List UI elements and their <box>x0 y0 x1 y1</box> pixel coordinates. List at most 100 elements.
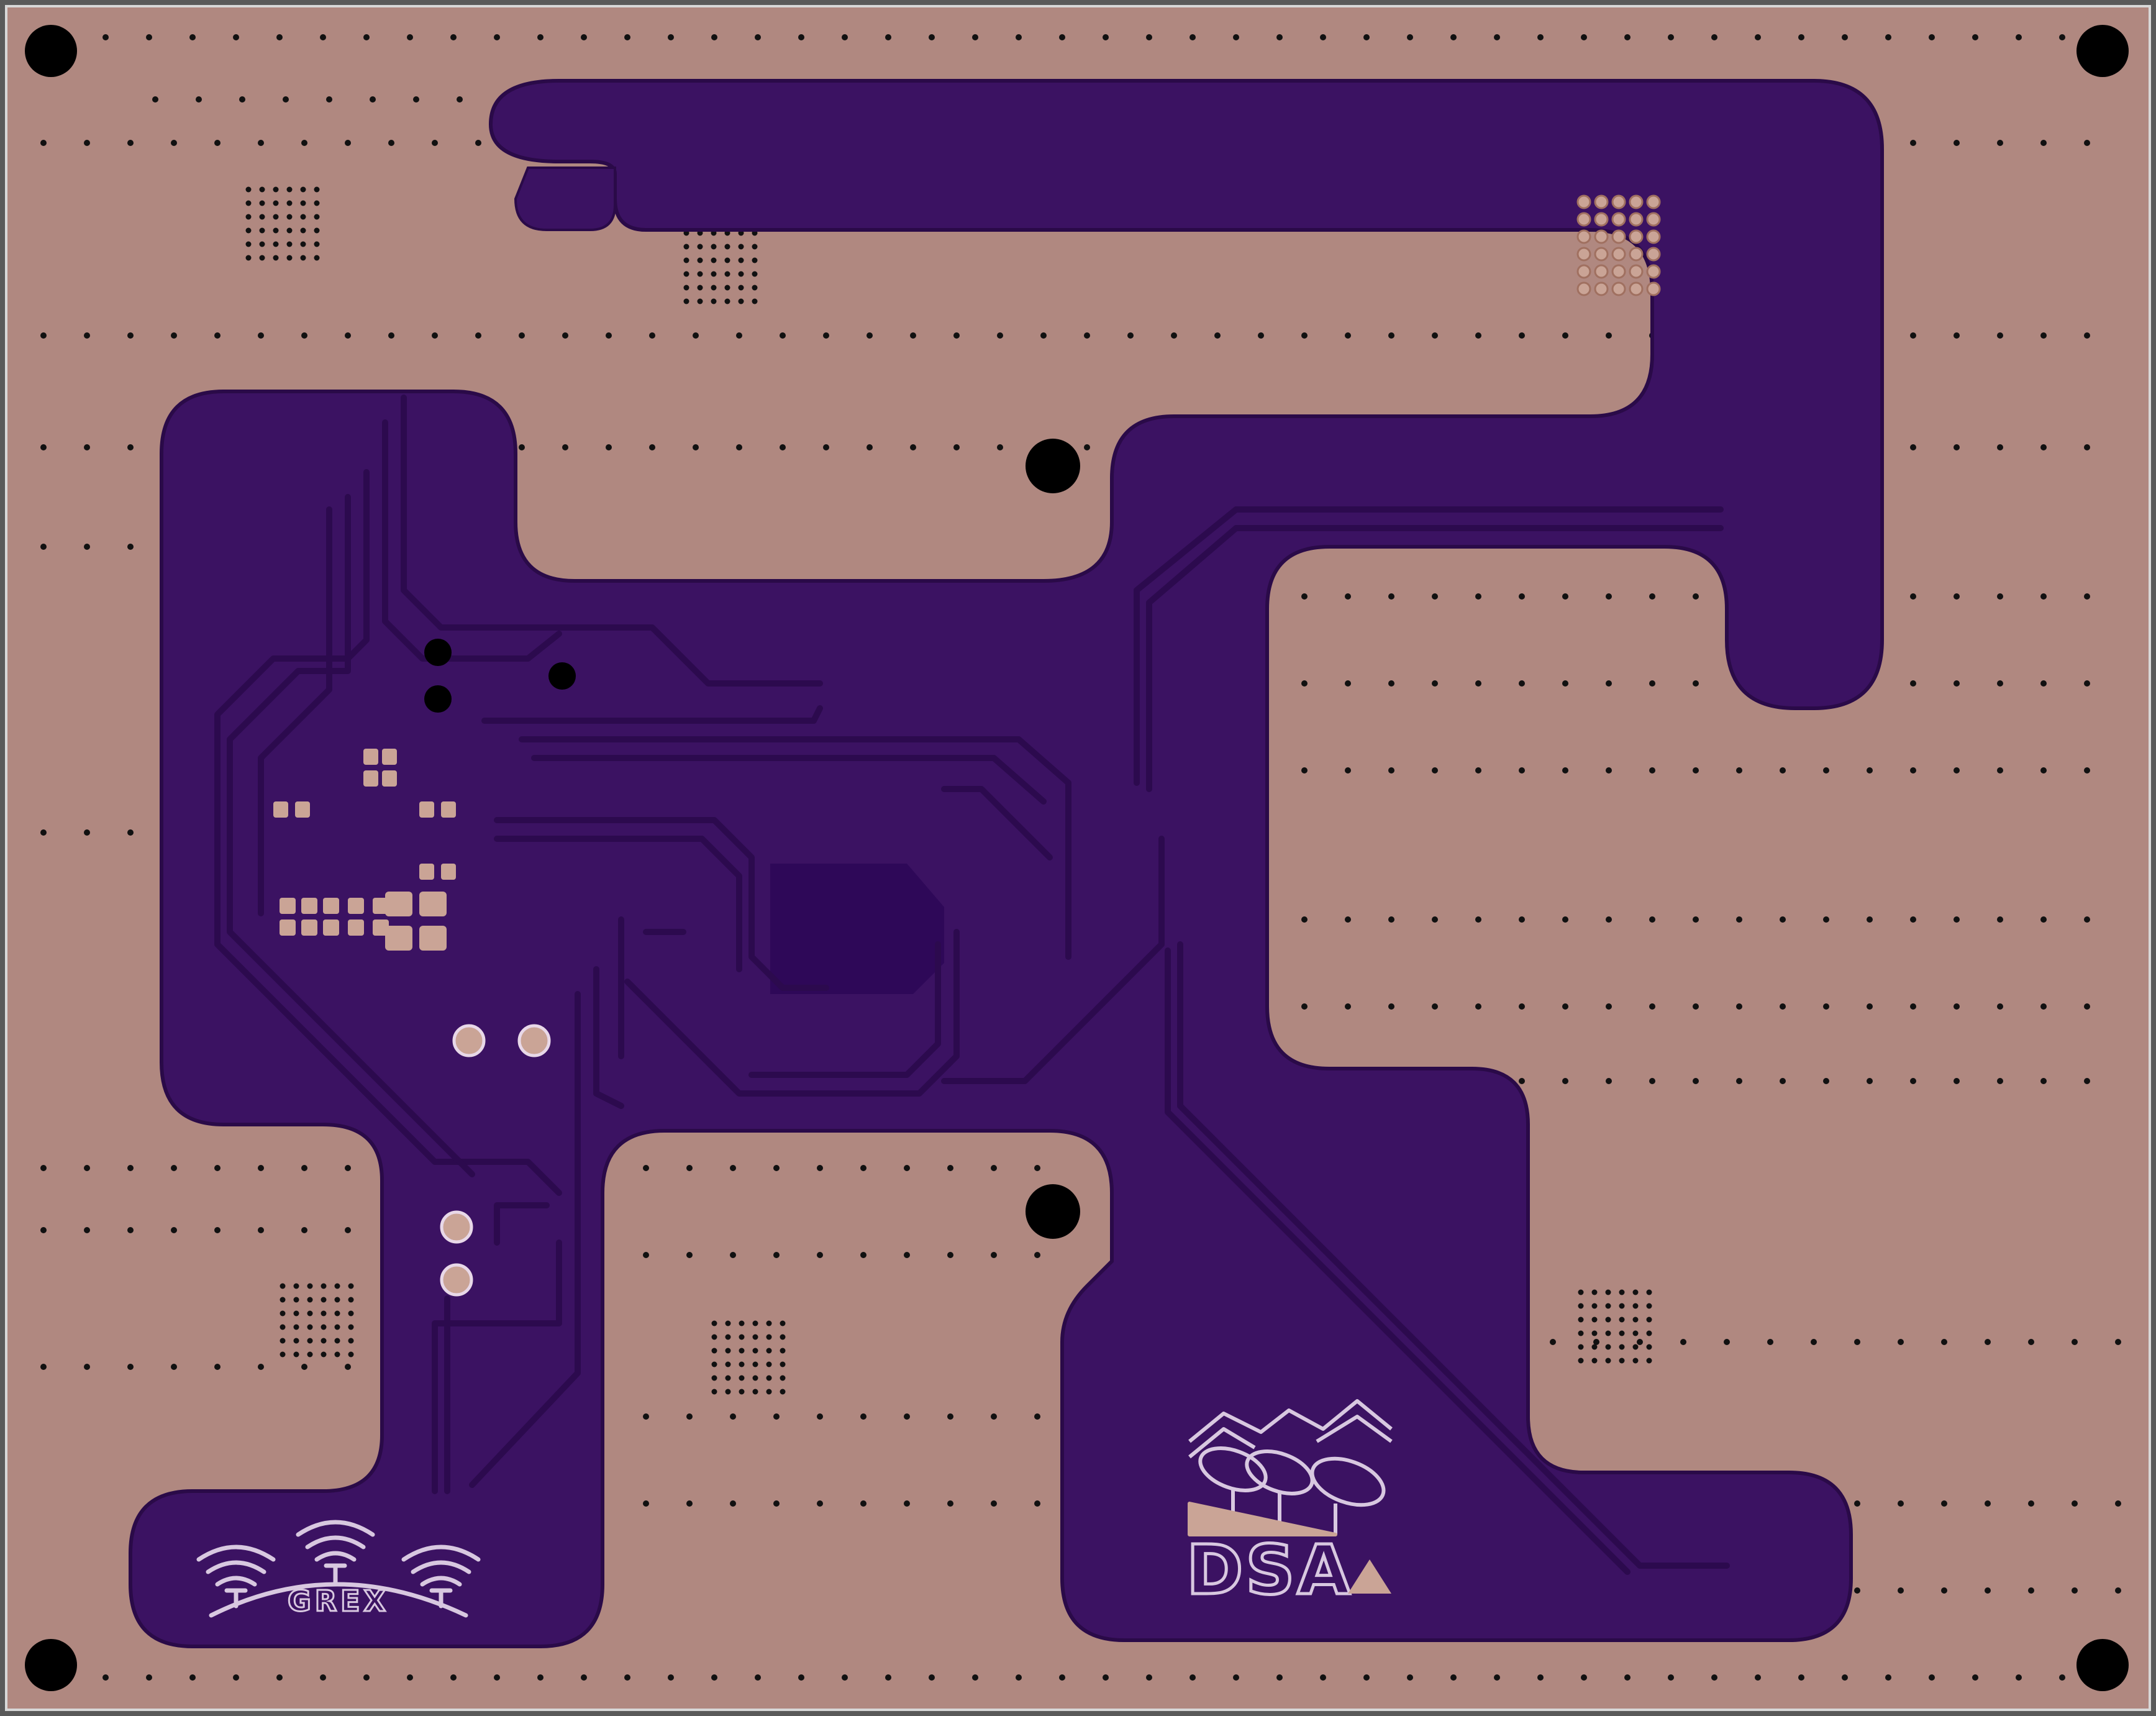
via <box>725 1375 731 1381</box>
via <box>1910 332 1916 339</box>
via <box>1475 1003 1481 1010</box>
via <box>739 1348 745 1354</box>
via <box>1475 767 1481 774</box>
via <box>739 1361 745 1367</box>
via <box>2072 1339 2078 1345</box>
via <box>1842 34 1848 40</box>
via <box>519 332 525 339</box>
via <box>1519 593 1525 600</box>
via <box>494 1674 500 1681</box>
via <box>1767 1339 1773 1345</box>
via <box>1345 916 1351 923</box>
via <box>711 244 717 250</box>
via <box>1345 680 1351 687</box>
via <box>624 1674 630 1681</box>
via <box>127 1227 134 1233</box>
via <box>2059 1674 2065 1681</box>
via <box>2040 332 2047 339</box>
via <box>1606 593 1612 600</box>
via <box>711 1334 717 1340</box>
via <box>2084 767 2090 774</box>
via <box>300 227 306 234</box>
via <box>725 1320 731 1326</box>
trace <box>214 469 562 1196</box>
trace <box>494 836 742 972</box>
via <box>738 244 744 250</box>
via <box>1562 593 1568 600</box>
via <box>817 1500 823 1507</box>
smd-pad <box>323 920 339 936</box>
via <box>1388 767 1394 774</box>
via <box>724 257 730 263</box>
via <box>668 1674 674 1681</box>
via <box>259 200 265 206</box>
via <box>1867 767 1873 774</box>
via <box>239 96 245 103</box>
via <box>1693 916 1699 923</box>
pad <box>1576 212 1591 227</box>
via <box>127 140 134 146</box>
via <box>2040 593 2047 600</box>
trace <box>941 836 1165 1084</box>
via <box>606 332 612 339</box>
via <box>683 285 689 291</box>
grex-logo: GREX <box>196 1520 481 1619</box>
via <box>773 1252 780 1258</box>
via <box>1345 593 1351 600</box>
circle-hole-icon <box>424 685 452 713</box>
via <box>972 34 978 40</box>
via <box>738 298 744 304</box>
via <box>1693 680 1699 687</box>
pad <box>1594 229 1609 244</box>
via <box>1997 680 2003 687</box>
via <box>904 1500 910 1507</box>
pad <box>1611 194 1626 209</box>
smd-pad <box>348 898 364 914</box>
via <box>1562 1078 1568 1084</box>
via <box>1562 680 1568 687</box>
via <box>293 1324 299 1330</box>
via <box>686 1165 693 1171</box>
trace-layer <box>214 395 1730 1575</box>
via <box>214 332 221 339</box>
via <box>1997 444 2003 450</box>
via <box>146 1674 152 1681</box>
via <box>643 1252 649 1258</box>
via <box>1624 1674 1631 1681</box>
via <box>258 1165 264 1171</box>
via <box>649 444 655 450</box>
via <box>1646 1358 1652 1364</box>
via <box>1646 1330 1652 1336</box>
via <box>245 186 252 193</box>
via <box>752 257 758 263</box>
via <box>171 332 177 339</box>
via <box>1619 1344 1625 1350</box>
via <box>711 1674 717 1681</box>
via <box>1034 1500 1040 1507</box>
copper-pour-top <box>129 79 1884 1648</box>
via <box>885 1674 891 1681</box>
smd-pad <box>441 864 456 880</box>
pad-layer <box>273 194 1661 1297</box>
via <box>1649 593 1655 600</box>
via <box>724 285 730 291</box>
via <box>1954 1003 1960 1010</box>
via <box>1910 767 1916 774</box>
via <box>407 34 413 40</box>
via <box>1605 1330 1611 1336</box>
via <box>1578 1317 1584 1323</box>
via <box>1189 34 1196 40</box>
via <box>537 1674 544 1681</box>
via <box>1591 1358 1598 1364</box>
via <box>724 244 730 250</box>
pad <box>1646 264 1661 279</box>
via <box>773 1500 780 1507</box>
via <box>1606 1078 1612 1084</box>
via <box>127 332 134 339</box>
via <box>649 332 655 339</box>
via <box>345 1364 351 1370</box>
via <box>127 1364 134 1370</box>
via <box>752 285 758 291</box>
via <box>972 1674 978 1681</box>
via <box>300 255 306 261</box>
